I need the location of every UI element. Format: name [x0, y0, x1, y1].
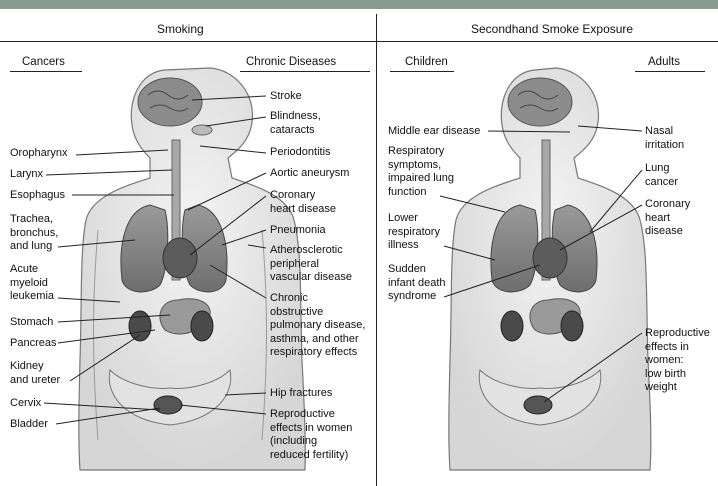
- smoking-brain-icon: [138, 78, 202, 126]
- label-pneumonia: Pneumonia: [270, 224, 326, 238]
- label-acute-myeloid-leukemia: Acutemyeloidleukemia: [10, 263, 54, 304]
- label-lung-cancer: Lungcancer: [645, 162, 678, 189]
- label-coronary-heart-disease: Coronaryheart disease: [270, 189, 336, 216]
- smoking-bladder-icon: [154, 396, 182, 414]
- label-stroke: Stroke: [270, 90, 302, 104]
- label-atherosclerotic: Atheroscleroticperipheralvascular diseas…: [270, 244, 352, 285]
- label-periodontitis: Periodontitis: [270, 146, 331, 160]
- label-sids: Suddeninfant deathsyndrome: [388, 263, 446, 304]
- label-stomach: Stomach: [10, 316, 53, 330]
- secondhand-bladder-icon: [524, 396, 552, 414]
- secondhand-heart-icon: [533, 238, 567, 278]
- label-respiratory-symptoms: Respiratorysymptoms,impaired lungfunctio…: [388, 145, 454, 199]
- secondhand-right-kidney-icon: [561, 311, 583, 341]
- label-copd: Chronicobstructivepulmonary disease,asth…: [270, 292, 365, 360]
- label-larynx: Larynx: [10, 168, 43, 182]
- secondhand-left-kidney-icon: [501, 311, 523, 341]
- label-esophagus: Esophagus: [10, 189, 65, 203]
- smoking-heart-icon: [163, 238, 197, 278]
- label-trachea-bronchus-lung: Trachea,bronchus,and lung: [10, 213, 58, 254]
- label-reproductive-low-birth-weight: Reproductiveeffects inwomen:low birthwei…: [645, 327, 710, 395]
- label-blindness-cataracts: Blindness,cataracts: [270, 110, 321, 137]
- smoking-left-kidney-icon: [129, 311, 151, 341]
- label-hip-fractures: Hip fractures: [270, 387, 332, 401]
- label-kidney-ureter: Kidneyand ureter: [10, 360, 60, 387]
- label-pancreas: Pancreas: [10, 337, 56, 351]
- label-lower-respiratory-illness: Lowerrespiratoryillness: [388, 212, 440, 253]
- label-oropharynx: Oropharynx: [10, 147, 67, 161]
- label-nasal-irritation: Nasalirritation: [645, 125, 684, 152]
- label-aortic-aneurysm: Aortic aneurysm: [270, 167, 349, 181]
- smoking-right-kidney-icon: [191, 311, 213, 341]
- label-reproductive-women: Reproductiveeffects in women(includingre…: [270, 408, 352, 462]
- label-middle-ear-disease: Middle ear disease: [388, 125, 480, 139]
- label-cervix: Cervix: [10, 397, 41, 411]
- label-coronary-heart-disease-adults: Coronaryheartdisease: [645, 198, 690, 239]
- label-bladder: Bladder: [10, 418, 48, 432]
- secondhand-brain-icon: [508, 78, 572, 126]
